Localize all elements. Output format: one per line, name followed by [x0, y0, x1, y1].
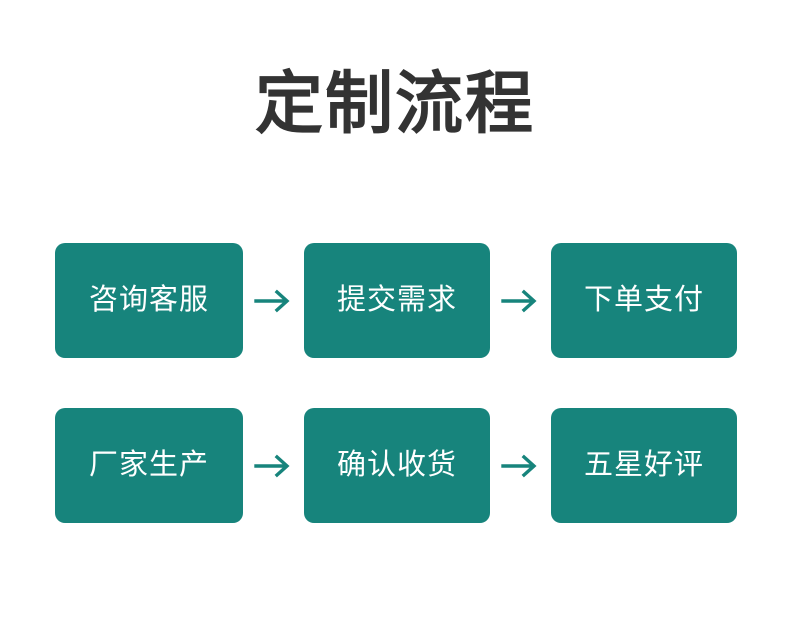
flow-step-place-order-pay[interactable]: 下单支付	[551, 243, 737, 358]
page-title-container: 定制流程	[0, 70, 790, 138]
flow-step-factory-production[interactable]: 厂家生产	[55, 408, 243, 523]
flow-step-label: 提交需求	[336, 284, 457, 316]
flow-step-five-star-review[interactable]: 五星好评	[551, 408, 737, 523]
process-flow-diagram: 咨询客服 提交需求 下单支付 厂家生产	[55, 243, 745, 523]
flow-step-label: 五星好评	[583, 449, 704, 481]
arrow-right-icon	[243, 243, 304, 358]
flow-step-label: 咨询客服	[88, 284, 209, 316]
arrow-right-icon	[243, 408, 304, 523]
flow-step-label: 下单支付	[583, 284, 704, 316]
arrow-right-icon	[490, 243, 551, 358]
arrow-right-icon	[490, 408, 551, 523]
page-title: 定制流程	[254, 66, 535, 142]
flow-step-submit-requirements[interactable]: 提交需求	[304, 243, 490, 358]
flow-step-label: 确认收货	[336, 449, 457, 481]
flow-step-label: 厂家生产	[88, 449, 209, 481]
flow-step-consult-service[interactable]: 咨询客服	[55, 243, 243, 358]
flow-row-1: 咨询客服 提交需求 下单支付	[55, 243, 745, 358]
flow-row-2: 厂家生产 确认收货 五星好评	[55, 408, 745, 523]
flow-step-confirm-receipt[interactable]: 确认收货	[304, 408, 490, 523]
